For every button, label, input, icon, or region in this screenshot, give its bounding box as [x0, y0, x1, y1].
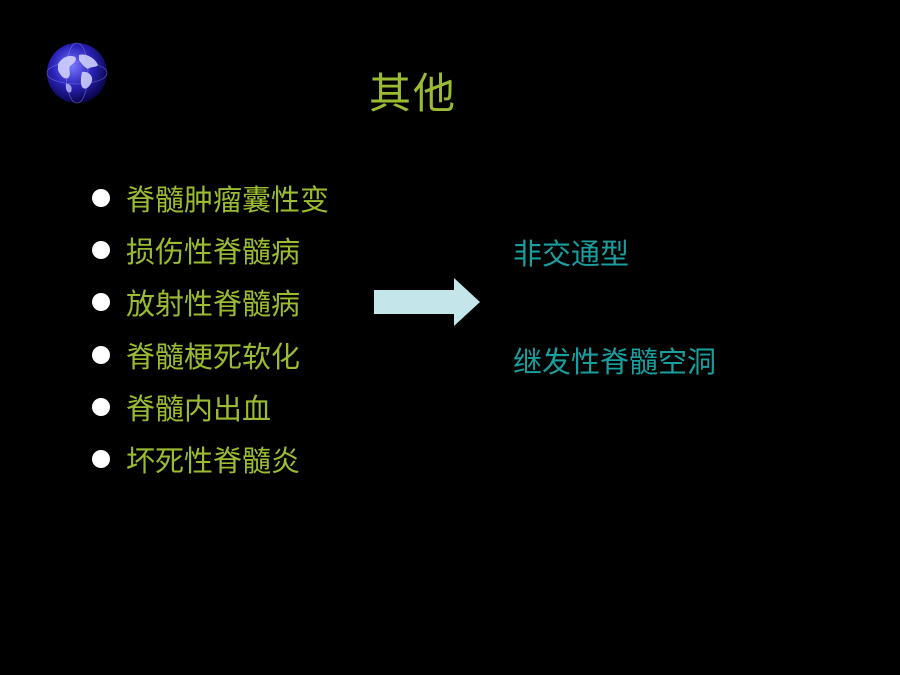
bullet-dot-icon — [92, 345, 110, 364]
result-label-noncommunicating: 非交通型 — [513, 237, 630, 271]
list-item: 脊髓内出血 — [92, 381, 329, 433]
list-item: 脊髓肿瘤囊性变 — [92, 172, 329, 224]
page-title: 其他 — [368, 69, 457, 118]
bullet-dot-icon — [92, 397, 110, 416]
arrow-right-icon — [374, 278, 480, 326]
bullet-dot-icon — [92, 450, 110, 469]
globe-icon — [46, 42, 108, 104]
list-item: 坏死性脊髓炎 — [92, 433, 329, 485]
list-item-label: 损伤性脊髓病 — [126, 235, 301, 270]
list-item-label: 坏死性脊髓炎 — [126, 444, 301, 479]
list-item: 损伤性脊髓病 — [92, 224, 329, 276]
list-item-label: 脊髓梗死软化 — [126, 339, 301, 374]
bullet-dot-icon — [92, 189, 110, 208]
cause-list: 脊髓肿瘤囊性变 损伤性脊髓病 放射性脊髓病 脊髓梗死软化 脊髓内出血 坏死性脊髓… — [92, 172, 329, 485]
list-item-label: 脊髓肿瘤囊性变 — [126, 183, 330, 218]
list-item-label: 放射性脊髓病 — [126, 287, 301, 322]
bullet-dot-icon — [92, 241, 110, 260]
bullet-dot-icon — [92, 293, 110, 312]
result-label-secondary-syringomyelia: 继发性脊髓空洞 — [513, 345, 717, 379]
list-item: 放射性脊髓病 — [92, 276, 329, 328]
list-item: 脊髓梗死软化 — [92, 329, 329, 381]
list-item-label: 脊髓内出血 — [126, 391, 272, 426]
